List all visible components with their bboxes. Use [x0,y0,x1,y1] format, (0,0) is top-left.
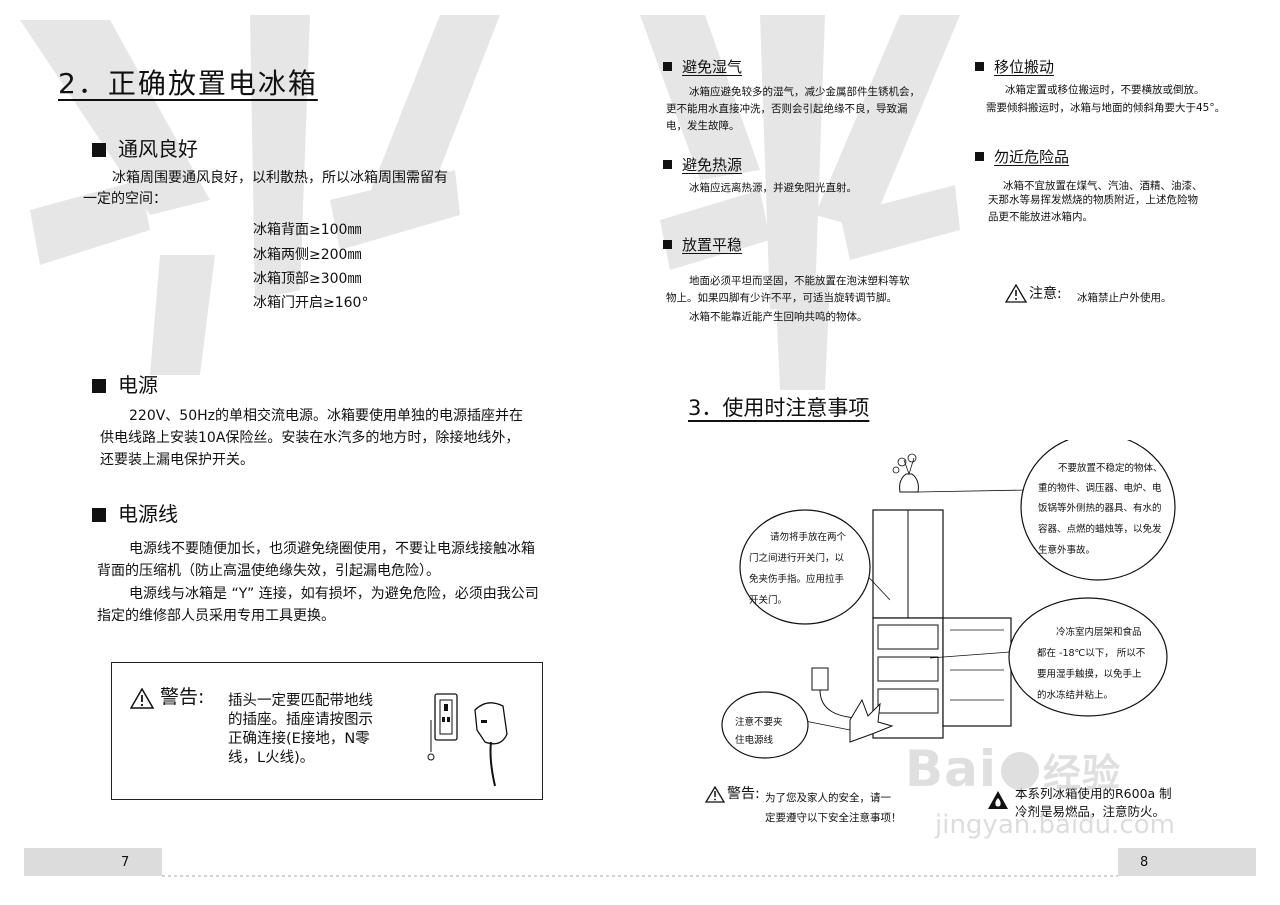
watermark-brand: Bai 经验 [905,740,1121,798]
moving-line-2: 需要倾斜搬运时，冰箱与地面的倾斜角要大于45°。 [986,102,1226,114]
moving-line-1: 冰箱定置或移位搬运时，不要横放或倒放。 [1005,84,1205,96]
bullet-square-icon [663,160,672,169]
stable-line-3: 冰箱不能靠近能产生回响共鸣的物体。 [689,311,868,323]
bullet-square-icon [92,143,106,157]
bubble-top-right-line-1: 不要放置不稳定的物体、 [1058,463,1163,474]
heading-heat: 避免热源 [663,158,742,173]
section-heading-power-cord-label: 电源线 [118,502,178,526]
page-title-right: 3．使用时注意事项 [688,396,870,420]
bullet-square-icon [92,508,106,522]
power-line-3: 还要装上漏电保护开关。 [100,452,254,468]
bubble-top-right-line-5: 生意外事故。 [1038,545,1096,556]
socket-plug-illustration [427,693,508,787]
warning-line-1: 插头一定要匹配带地线 [228,693,373,709]
bubble-right-mid-line-1: 冷冻室内层架和食品 [1056,627,1142,638]
warning-line-3: 正确连接(E接地，N零 [228,731,370,747]
bubble-left-line-1: 请勿将手放在两个 [770,532,847,543]
section-heading-power-label: 电源 [118,373,158,397]
notice-triangle-icon [1005,284,1027,303]
section-heading-power-cord: 电源线 [92,504,178,524]
warning-triangle-icon-2 [705,786,725,803]
warning-line-2: 的插座。插座请按图示 [228,712,373,728]
heading-heat-label: 避免热源 [682,156,743,174]
heat-line-1: 冰箱应远离热源，并避免阳光直射。 [689,182,857,194]
section-heading-power: 电源 [92,375,158,395]
watermark-brand-cn: 经验 [1043,751,1122,795]
heading-stable-label: 放置平稳 [682,236,743,254]
notice-text: 冰箱禁止户外使用。 [1077,292,1172,304]
section-heading-ventilation-label: 通风良好 [118,137,198,161]
bullet-square-icon [975,62,984,71]
humidity-line-2: 更不能用水直接冲洗，否则会引起绝缘不良，导致漏 [666,103,908,115]
bubble-left-line-2: 门之间进行开关门，以 [749,553,845,564]
watermark-brand-text: Bai [905,740,997,798]
warning2-line-1: 本系列冰箱使用的R600a 制 [1015,786,1172,801]
warning1-line-1: 为了您及家人的安全，请一 [765,792,891,804]
ventilation-line-1: 冰箱周围要通风良好，以利散热，所以冰箱周围需留有 [112,170,448,186]
paw-logo-icon [1001,752,1039,790]
warning2-line-2: 冷剂是易燃品，注意防火。 [1015,804,1166,819]
heading-danger: 勿近危险品 [975,150,1069,165]
spec-sides: 冰箱两侧≥200㎜ [253,247,362,263]
heading-stable: 放置平稳 [663,238,742,253]
heading-humidity: 避免湿气 [663,60,742,75]
heading-moving-label: 移位搬动 [994,58,1055,76]
warning1-line-2: 定要遵守以下安全注意事项！ [765,812,902,824]
stable-line-2: 物上。如果四脚有少许不平，可适当旋转调节脚。 [666,292,897,304]
page-title-left: 2．正确放置电冰箱 [58,67,318,100]
flame-warning-icon [988,791,1008,809]
bubble-right-mid-line-3: 要用湿手触摸，以免手上 [1037,669,1142,680]
bubble-top-right-line-4: 容器、点燃的蜡烛等，以免发 [1038,524,1162,535]
power-line-1: 220V、50Hz的单相交流电源。冰箱要使用单独的电源插座并在 [129,408,523,424]
cord-line-4: 指定的维修部人员采用专用工具更换。 [97,608,335,624]
cord-line-2: 背面的压缩机（防止高温使绝缘失效，引起漏电危险）。 [97,563,440,579]
warning-line-4: 线，L火线)。 [228,750,315,766]
stable-line-1: 地面必须平坦而坚固，不能放置在泡沫塑料等软 [689,275,910,287]
bullet-square-icon [663,62,672,71]
spec-door: 冰箱门开启≥160° [253,295,369,311]
spec-top: 冰箱顶部≥300㎜ [253,271,362,287]
danger-line-1: 冰箱不宜放置在煤气、汽油、酒精、油漆、 [1003,180,1203,192]
bubble-left-line-3: 免夹伤手指。应用拉手 [749,574,845,585]
bullet-square-icon [975,152,984,161]
danger-line-2: 天那水等易挥发燃烧的物质附近，上述危险物 [988,194,1198,206]
bubble-bottom-left-line-1: 注意不要夹 [735,717,783,728]
warning2-label: 警告: [727,786,760,802]
spec-back: 冰箱背面≥100㎜ [253,222,362,238]
humidity-line-3: 电，发生故障。 [666,120,740,132]
bubble-left-line-4: 开关门。 [749,595,788,606]
watermark-url: jingyan.baidu.com [935,810,1175,840]
bubble-right-mid-line-2: 都在 -18℃以下， 所以不 [1037,648,1146,659]
section-heading-ventilation: 通风良好 [92,139,198,159]
warning-box [111,662,543,800]
notice-label: 注意: [1029,286,1062,302]
bubble-top-right-line-3: 饭锅等外侧热的器具、有水的 [1038,503,1162,514]
warning-triangle-icon [130,688,154,709]
page-number-left: 7 [121,855,130,870]
warning-label: 警告: [160,686,205,708]
page-number-right: 8 [1140,855,1149,870]
heading-moving: 移位搬动 [975,60,1054,75]
cord-line-1: 电源线不要随便加长，也须避免绕圈使用，不要让电源线接触冰箱 [129,541,535,557]
power-line-2: 供电线路上安装10A保险丝。安装在水汽多的地方时，除接地线外， [100,430,520,446]
cord-line-3: 电源线与冰箱是 “Y” 连接，如有损坏，为避免危险，必须由我公司 [129,586,539,602]
bubble-top-right-line-2: 重的物件、调压器、电炉、电 [1038,483,1162,494]
bullet-square-icon [92,379,106,393]
heading-danger-label: 勿近危险品 [994,148,1070,166]
bullet-square-icon [663,240,672,249]
danger-line-3: 品更不能放进冰箱内。 [988,211,1093,223]
fridge-illustration [721,440,1176,759]
ventilation-line-2: 一定的空间： [83,191,167,207]
heading-humidity-label: 避免湿气 [682,58,743,76]
humidity-line-1: 冰箱应避免较多的湿气，减少金属部件生锈机会， [689,86,920,98]
bubble-bottom-left-line-2: 住电源线 [735,735,774,746]
bubble-right-mid-line-4: 的水冻结并粘上。 [1037,690,1114,701]
